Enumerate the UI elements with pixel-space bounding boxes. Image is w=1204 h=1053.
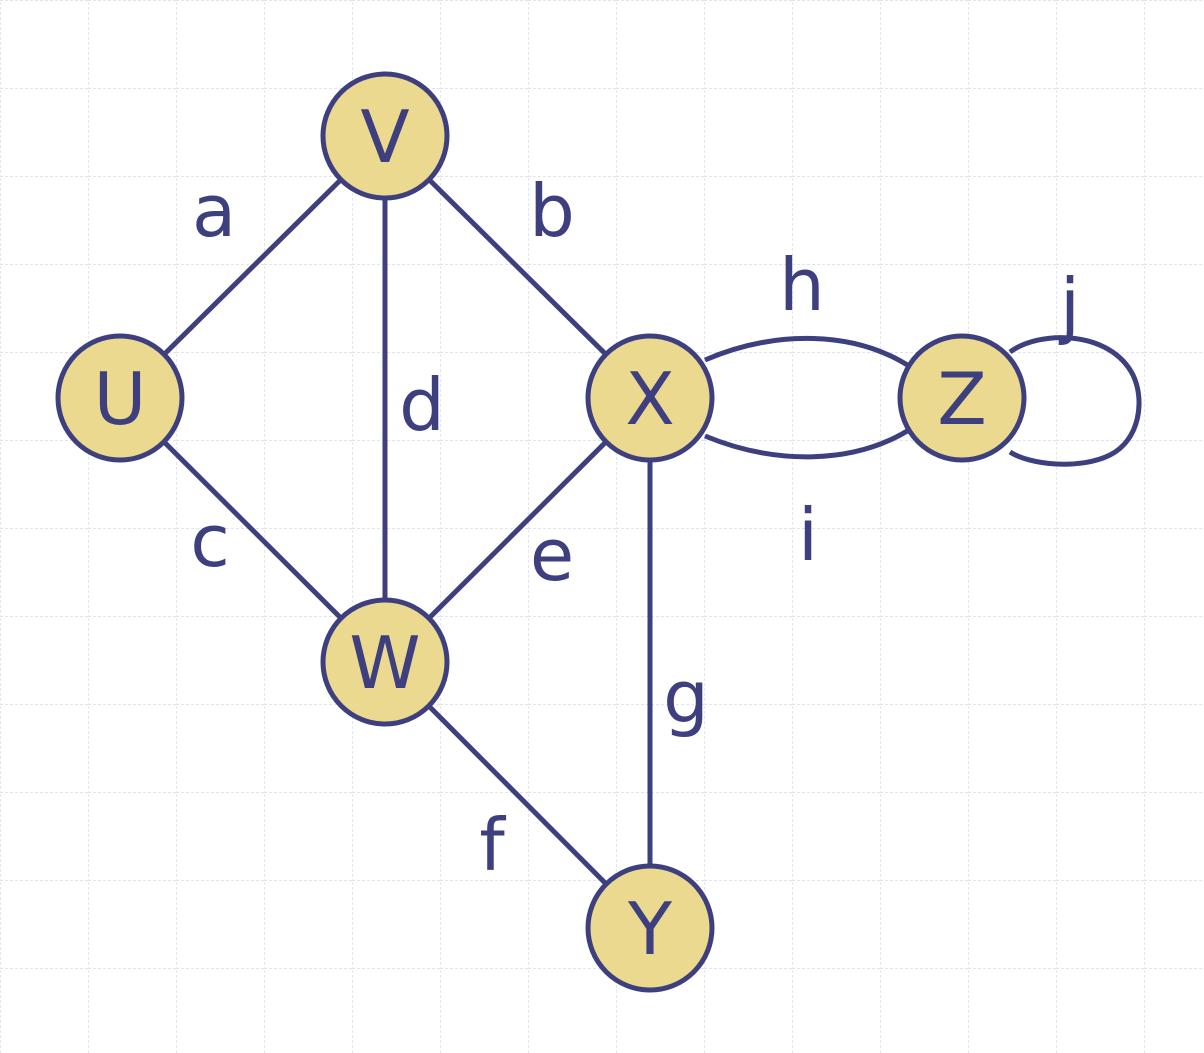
node-label-U: U [94, 357, 147, 441]
node-Y: Y [585, 863, 715, 993]
node-label-Y: Y [627, 887, 673, 971]
edge-label-c: c [190, 499, 230, 583]
node-W: W [320, 597, 450, 727]
edge-labels-layer: a b c d e f g h i j [190, 169, 1080, 887]
edge-i [704, 425, 914, 460]
node-circle-Z [897, 333, 1027, 463]
node-circle-W [320, 597, 450, 727]
node-U: U [55, 333, 185, 463]
node-label-X: X [625, 357, 674, 441]
edge-label-a: a [192, 169, 236, 253]
edge-label-b: b [529, 169, 575, 253]
node-circle-V [320, 71, 450, 201]
edge-label-j: j [1058, 263, 1080, 347]
edge-h [704, 335, 914, 371]
node-X: X [585, 333, 715, 463]
node-V: V [320, 71, 450, 201]
node-label-Z: Z [937, 357, 986, 441]
node-Z: Z [897, 333, 1027, 463]
edge-label-f: f [479, 803, 506, 887]
edge-label-i: i [798, 493, 818, 577]
edge-label-d: d [399, 363, 445, 447]
node-circle-X [585, 333, 715, 463]
edge-label-g: g [663, 655, 709, 739]
node-circle-U [55, 333, 185, 463]
edge-label-h: h [779, 243, 825, 327]
nodes-layer: U V W X Y Z [55, 71, 1027, 993]
node-label-W: W [349, 621, 420, 705]
edge-label-e: e [530, 513, 574, 597]
edge-j [1008, 335, 1142, 467]
node-circle-Y [585, 863, 715, 993]
node-label-V: V [360, 95, 409, 179]
